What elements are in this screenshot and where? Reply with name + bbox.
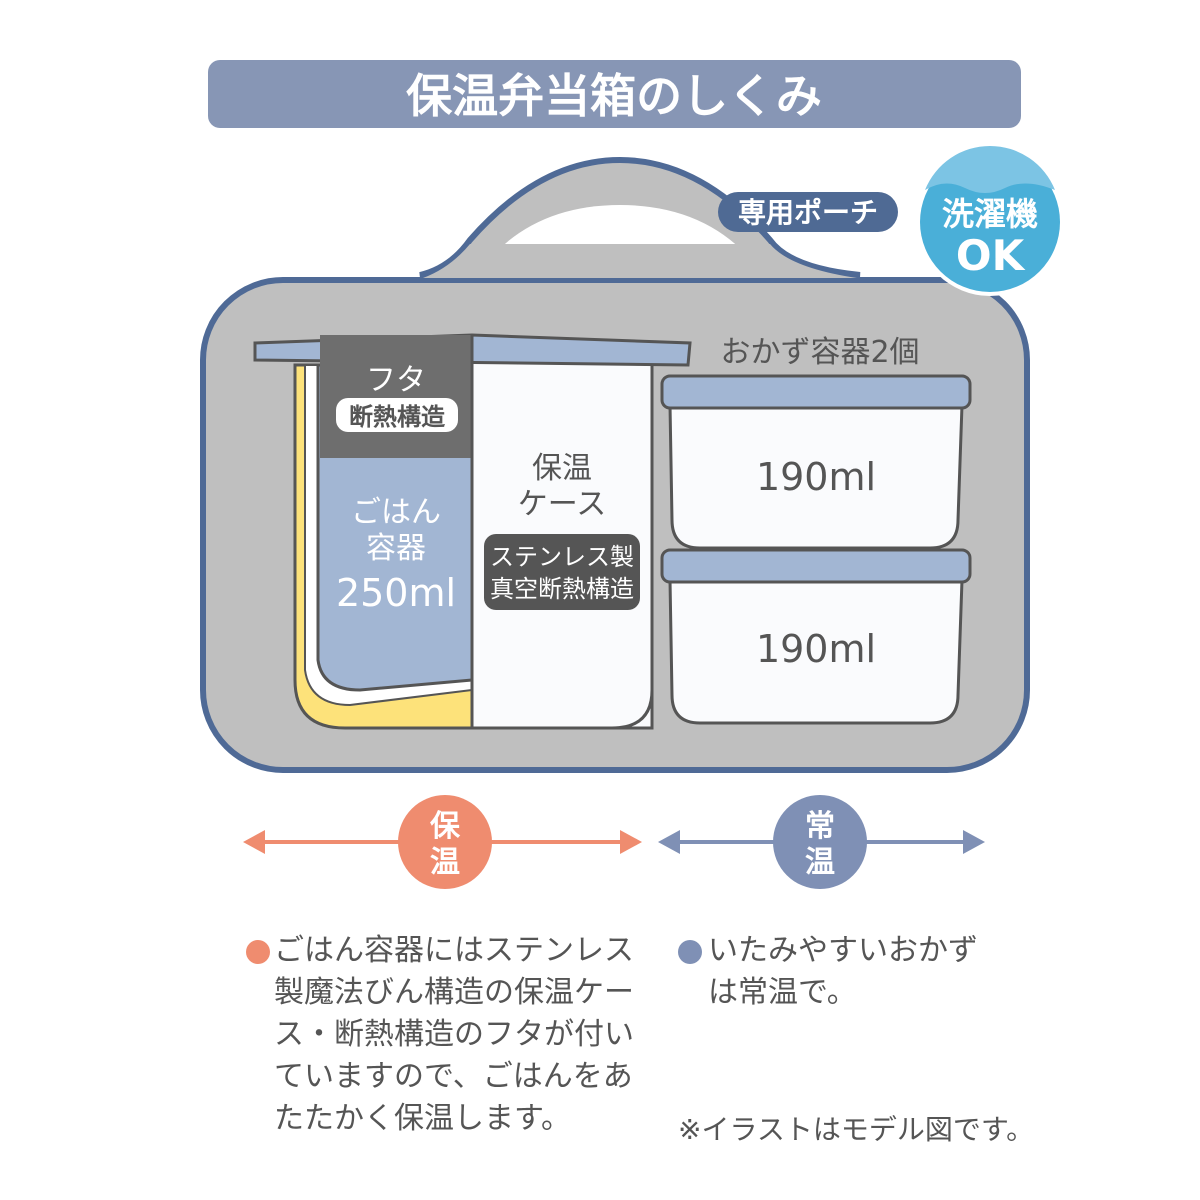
pouch-label: 専用ポーチ: [738, 196, 878, 229]
handle-joint: [423, 244, 857, 278]
top-dish-capacity: 190ml: [756, 455, 876, 499]
side-dish-container-top: [660, 374, 972, 550]
warm-desc-line: ス・断熱構造のフタが付い: [274, 1017, 634, 1052]
case-label-2: ケース: [518, 487, 607, 522]
room-temp-arrow: [658, 795, 985, 889]
room-description: いたみやすいおかず は常温で。: [708, 930, 978, 1014]
warm-zone-label-2: 温: [430, 845, 460, 880]
warm-desc-line: たたかく保温します。: [274, 1101, 571, 1136]
warm-desc-line: 製魔法びん構造の保温ケー: [274, 975, 634, 1010]
title-bar: [208, 60, 1021, 128]
case-tag-2: 真空断熱構造: [490, 575, 634, 603]
washing-machine-ok-badge: 洗濯機 OK: [916, 145, 1064, 296]
room-bullet-icon: [678, 940, 702, 964]
case-tag-1: ステンレス製: [490, 543, 634, 571]
lid-label: フタ: [366, 363, 426, 398]
rice-label-1: ごはん: [351, 495, 441, 530]
rice-container-illustration: [253, 333, 692, 730]
room-zone-label-2: 温: [805, 845, 835, 880]
warm-zone-label-1: 保: [430, 809, 461, 844]
illustration-note: ※イラストはモデル図です。: [678, 1113, 1035, 1146]
room-zone-label-1: 常: [805, 809, 835, 844]
page-title: 保温弁当箱のしくみ: [406, 69, 822, 123]
warm-bullet-icon: [246, 940, 270, 964]
pouch-label-pill: [718, 192, 898, 232]
bottom-dish-capacity: 190ml: [756, 627, 876, 671]
rice-capacity: 250ml: [336, 571, 456, 615]
warm-zone-arrow: [243, 795, 642, 889]
case-label-1: 保温: [532, 451, 592, 486]
washer-badge-line2: OK: [956, 231, 1026, 280]
rice-label-2: 容器: [366, 531, 426, 566]
side-dish-header: おかず容器2個: [720, 335, 919, 370]
washer-badge-line1: 洗濯機: [942, 195, 1038, 233]
lid-tag: 断熱構造: [349, 403, 445, 431]
room-desc-line: は常温で。: [708, 975, 857, 1010]
warm-desc-line: ごはん容器にはステンレス: [274, 933, 634, 968]
warm-desc-line: ていますので、ごはんをあ: [274, 1059, 633, 1094]
warm-description: ごはん容器にはステンレス 製魔法びん構造の保温ケー ス・断熱構造のフタが付い て…: [274, 930, 634, 1140]
room-desc-line: いたみやすいおかず: [708, 933, 978, 968]
side-dish-container-bottom: [660, 548, 972, 725]
